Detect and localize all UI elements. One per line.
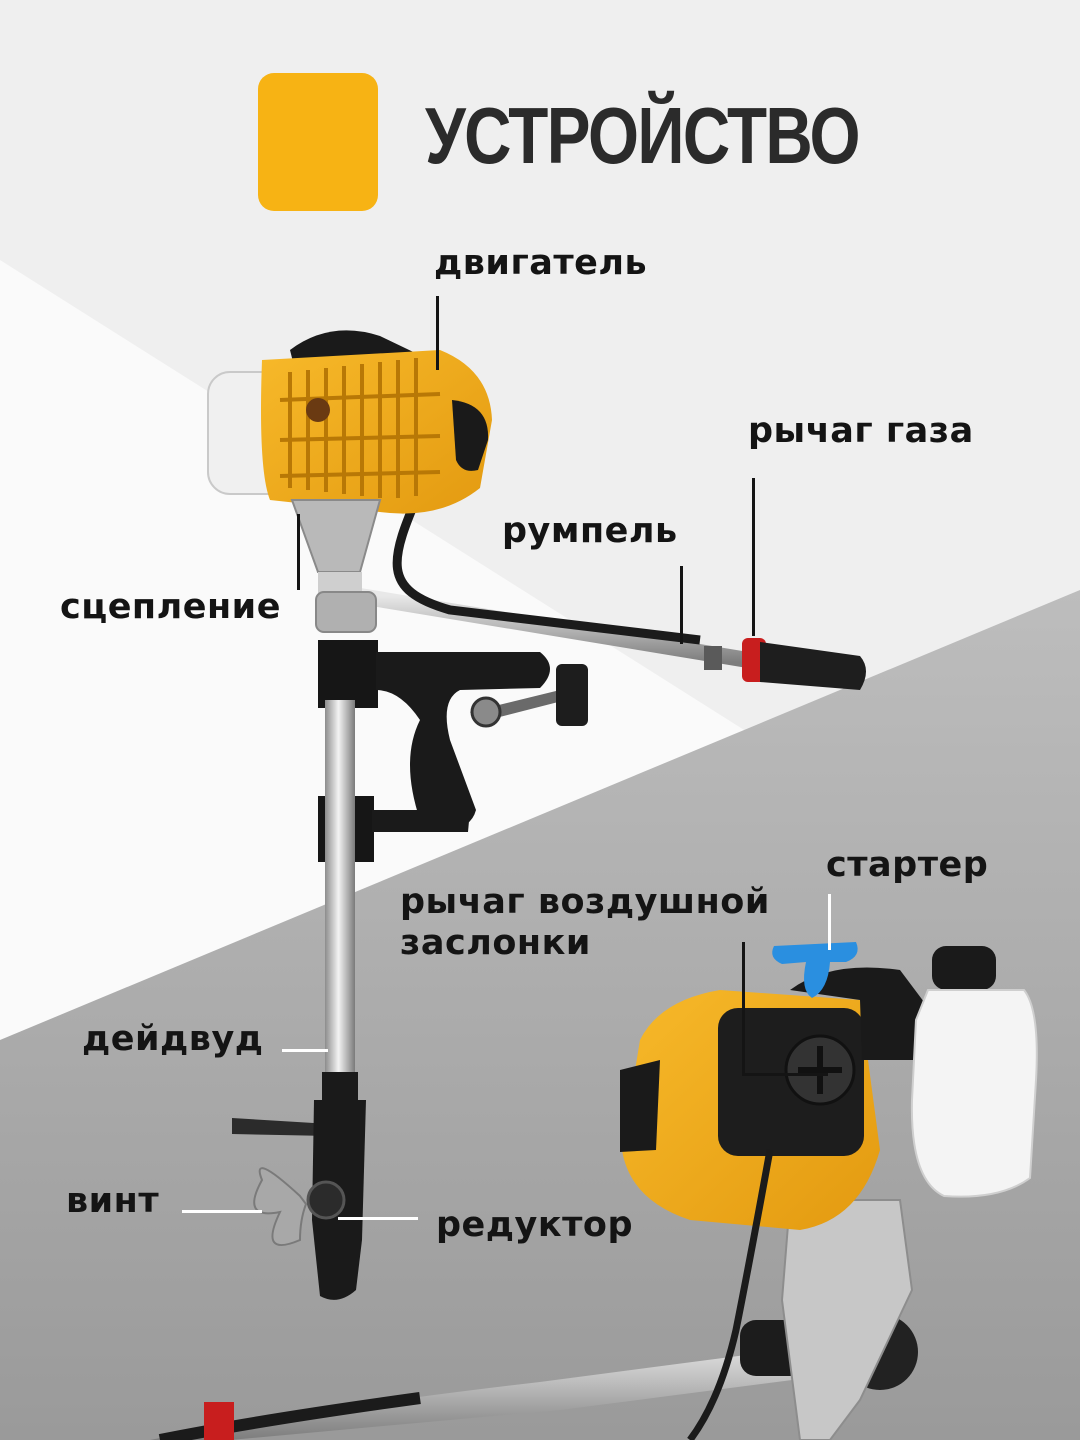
label-engine: двигатель	[434, 243, 648, 283]
label-shaft: дейдвуд	[82, 1019, 264, 1059]
label-choke-lever: рычаг воздушной заслонки	[400, 882, 770, 964]
pointer-choke	[742, 942, 745, 1076]
drive-shaft	[325, 700, 355, 1080]
pointer-gearbox	[338, 1217, 418, 1220]
pointer-starter	[828, 894, 831, 950]
label-gearbox: редуктор	[436, 1205, 634, 1245]
pointer-clutch	[297, 514, 300, 590]
pointer-tiller	[680, 566, 683, 644]
tiller-tube	[352, 588, 768, 670]
page-title: УСТРОЙСТВО	[425, 91, 861, 180]
tiller-grip	[760, 642, 866, 690]
label-propeller: винт	[66, 1181, 160, 1221]
label-throttle-lever: рычаг газа	[748, 411, 974, 451]
label-clutch: сцепление	[60, 587, 281, 627]
pointer-choke-horizontal	[742, 1073, 828, 1076]
label-tiller: румпель	[502, 511, 678, 551]
label-starter: стартер	[826, 845, 989, 885]
logo-icon-badge	[258, 73, 378, 211]
pointer-engine	[436, 296, 439, 370]
fuel-tank-closeup	[910, 989, 1038, 1198]
pointer-shaft	[282, 1049, 328, 1052]
pointer-throttle	[752, 478, 755, 636]
propeller	[253, 1167, 308, 1246]
pointer-propeller	[182, 1210, 262, 1213]
throttle-cable	[392, 488, 701, 645]
mount-bracket	[376, 652, 550, 829]
starter-handle-shape	[772, 942, 858, 998]
